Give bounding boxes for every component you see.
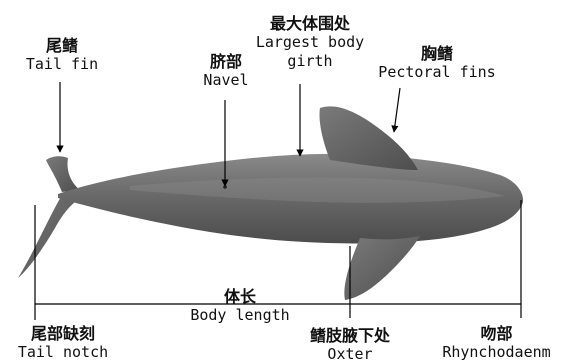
tail-fluke-upper bbox=[46, 156, 80, 192]
label-oxter: 鳍肢腋下处 Oxter bbox=[286, 326, 414, 363]
label-tail-fin: 尾鳍 Tail fin bbox=[14, 36, 110, 74]
label-rhynchodaenm: 吻部 Rhynchodaenm bbox=[430, 324, 563, 362]
pectoral-en: Pectoral fins bbox=[362, 63, 512, 82]
tail-notch-en: Tail notch bbox=[0, 343, 126, 362]
navel-en: Navel bbox=[186, 71, 266, 90]
pectoral-fin-lower bbox=[344, 236, 420, 300]
body-length-zh: 体长 bbox=[170, 287, 310, 306]
body-length-en: Body length bbox=[170, 306, 310, 325]
pointer-pectoral bbox=[394, 88, 400, 132]
tail-fluke-lower bbox=[18, 195, 80, 278]
rhynchodaenm-en: Rhynchodaenm bbox=[430, 343, 563, 362]
pectoral-fin-upper bbox=[319, 106, 418, 170]
girth-zh: 最大体围处 bbox=[240, 14, 380, 33]
rhynchodaenm-zh: 吻部 bbox=[430, 324, 563, 343]
girth-en: Largest body bbox=[240, 33, 380, 52]
label-largest-girth: 最大体围处 Largest body girth bbox=[240, 14, 380, 71]
oxter-en: Oxter bbox=[286, 345, 414, 363]
label-tail-notch: 尾部缺刻 Tail notch bbox=[0, 324, 126, 362]
oxter-zh: 鳍肢腋下处 bbox=[286, 326, 414, 345]
label-body-length: 体长 Body length bbox=[170, 287, 310, 325]
tail-fin-zh: 尾鳍 bbox=[14, 36, 110, 55]
tail-fin-en: Tail fin bbox=[14, 55, 110, 74]
label-pectoral-fins: 胸鳍 Pectoral fins bbox=[362, 44, 512, 82]
pectoral-zh: 胸鳍 bbox=[362, 44, 512, 63]
girth-en2: girth bbox=[240, 52, 380, 71]
tail-notch-zh: 尾部缺刻 bbox=[0, 324, 126, 343]
